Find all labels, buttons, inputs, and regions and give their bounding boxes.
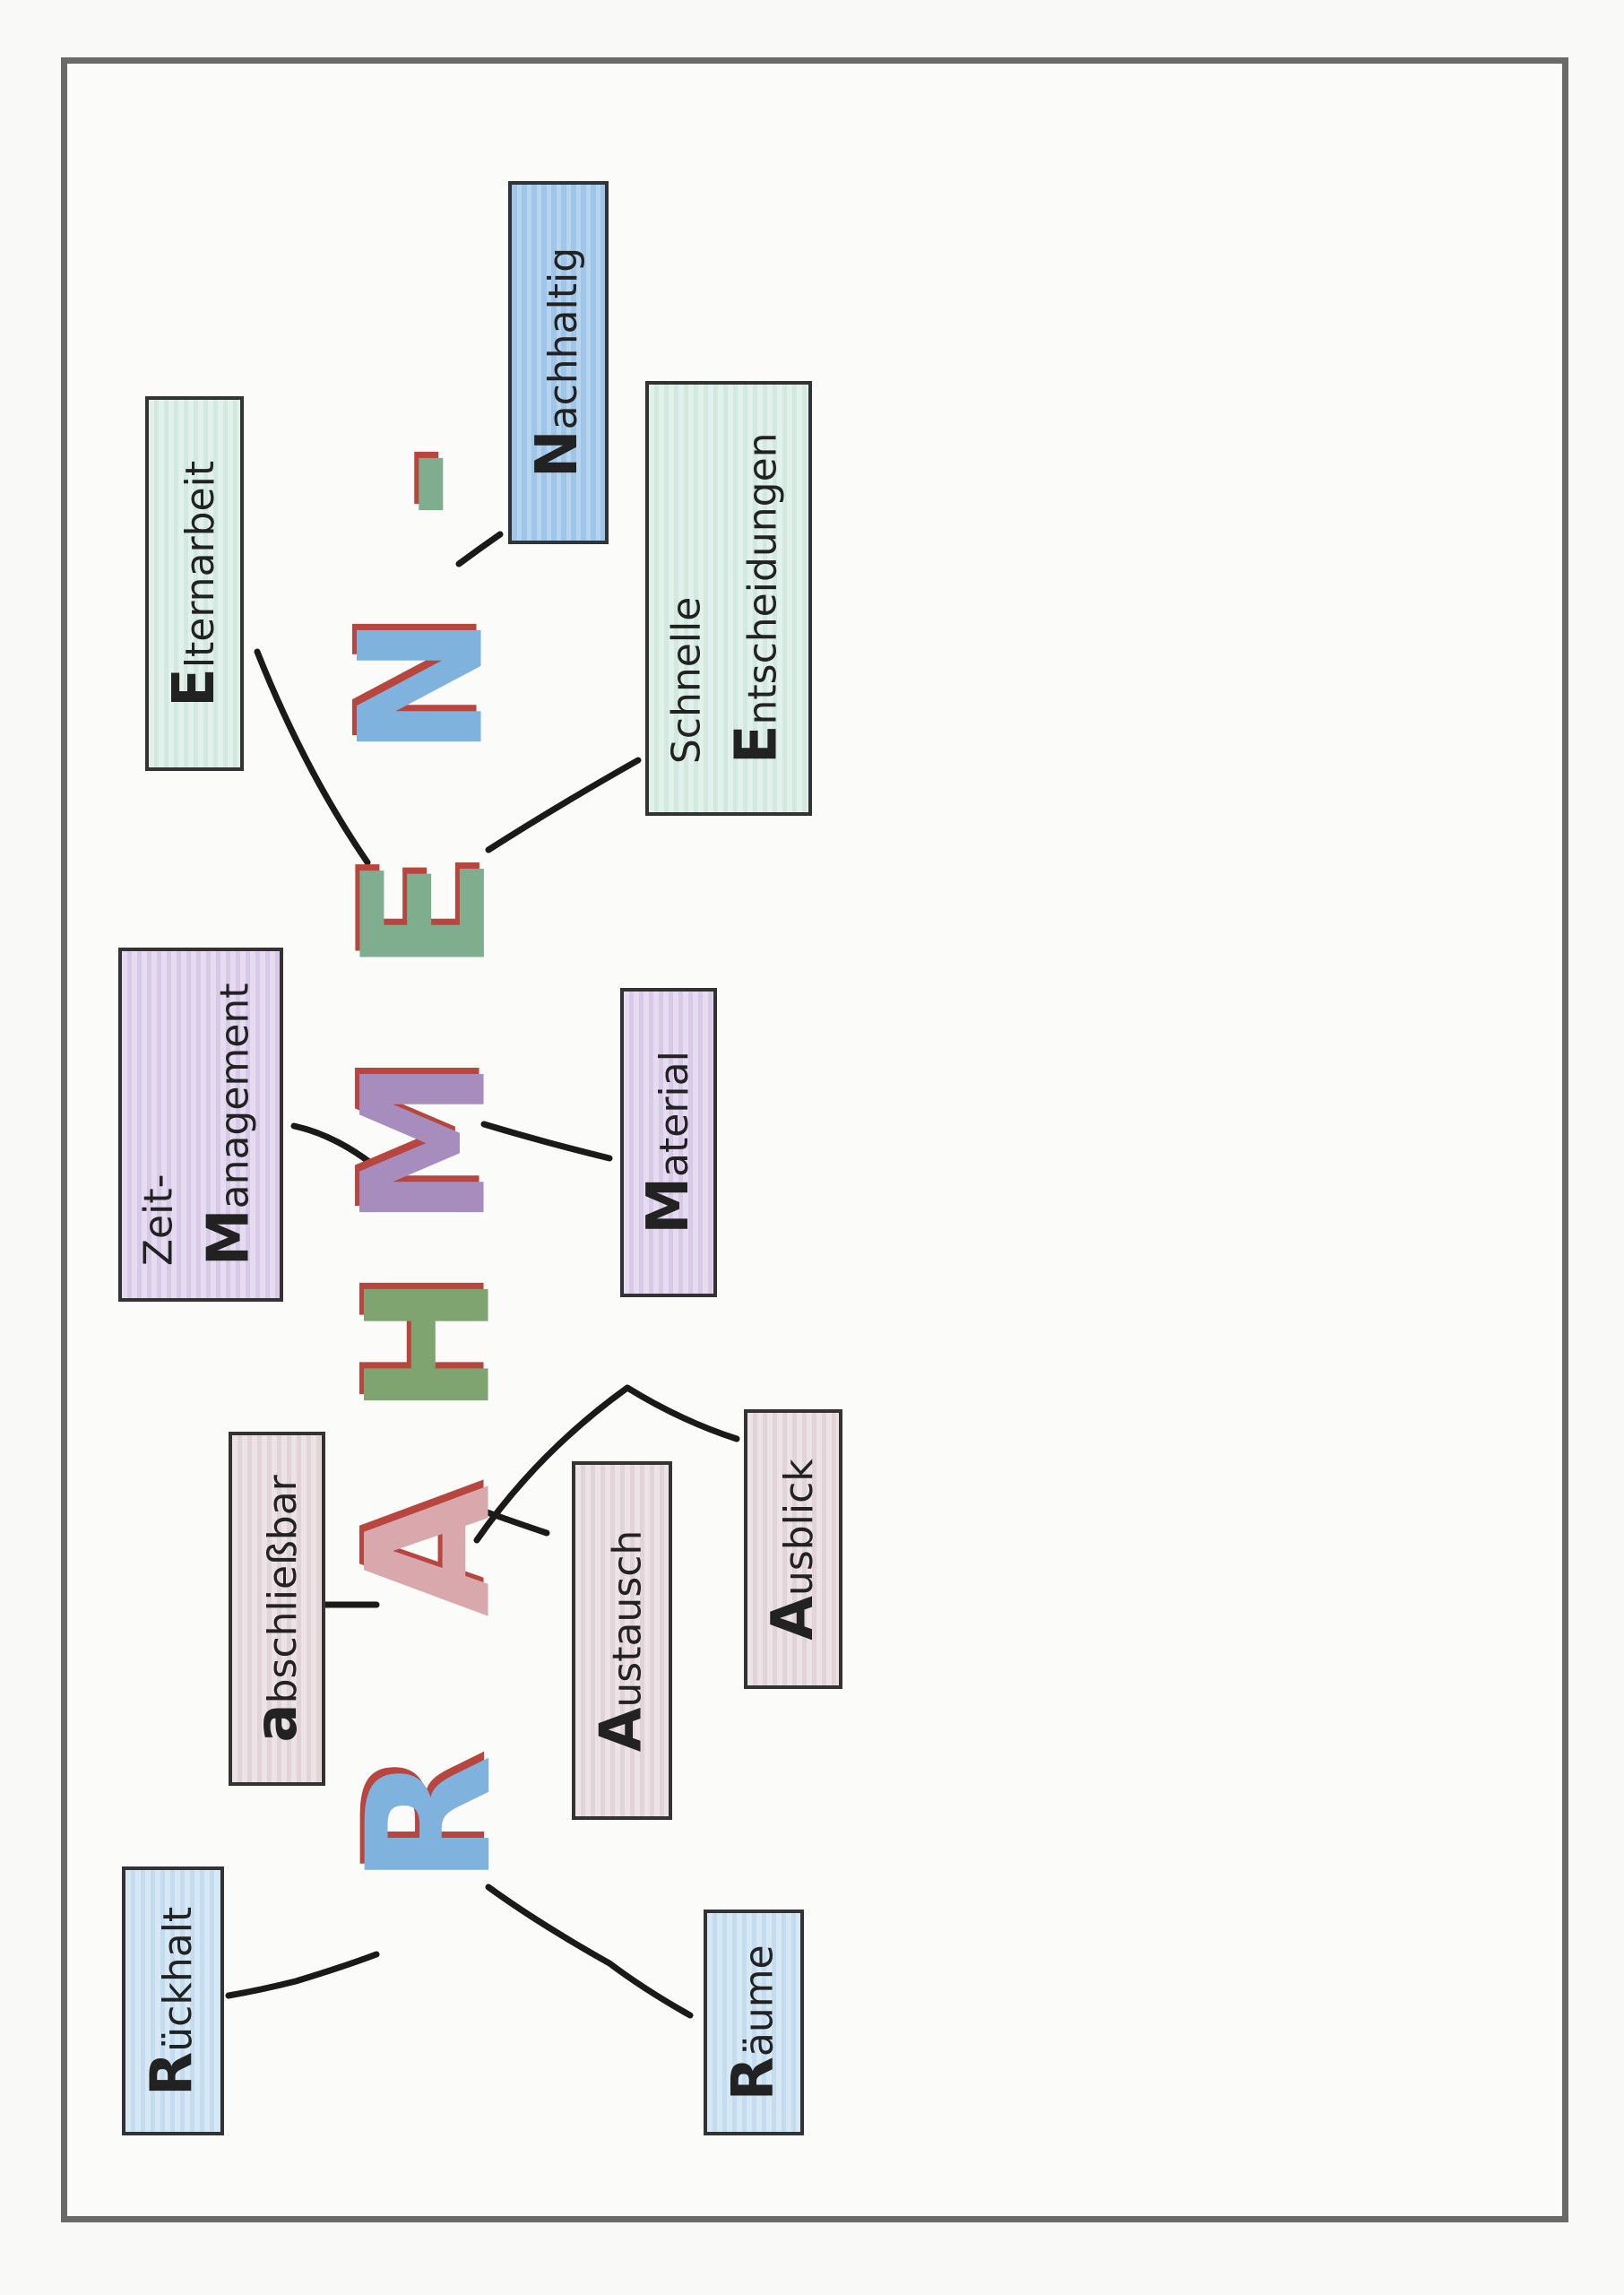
letter-dash: - [321, 448, 520, 520]
box-raeume: Räume [704, 1910, 804, 2135]
box-zeit-line1: Zeit- [135, 1173, 182, 1267]
box-rueckhalt: Rückhalt [122, 1866, 224, 2135]
letter-m: M [325, 1058, 524, 1228]
line-ausblick [473, 1384, 740, 1544]
line-schnelle [485, 757, 642, 853]
line-austausch [479, 1507, 550, 1537]
line-material [480, 1121, 613, 1162]
line-elternarbeit [254, 648, 371, 866]
letter-h: H [330, 1273, 529, 1416]
box-schnelle-line1: Schnelle [663, 596, 710, 765]
line-zeit [290, 1122, 373, 1165]
box-nachhaltig: Nachhaltig [508, 181, 609, 544]
box-zeit-management: Zeit- Management [118, 948, 283, 1302]
letter-a: A [330, 1485, 529, 1617]
box-elternarbeit: Elternarbeit [145, 396, 244, 771]
page-frame [61, 57, 1568, 2222]
box-austausch: Austausch [572, 1461, 672, 1820]
line-rueckhalt [225, 1951, 380, 1999]
line-raeume [485, 1884, 694, 2019]
box-abschliessbar: abschließbar [229, 1432, 325, 1786]
box-material: Material [620, 988, 717, 1297]
letter-n: N [323, 614, 522, 758]
line-nachhaltig [455, 531, 504, 567]
box-schnelle-entscheidungen: Schnelle Entscheidungen [645, 381, 812, 816]
box-ausblick: Ausblick [744, 1409, 842, 1689]
letter-e: E [325, 856, 524, 973]
letter-r: R [331, 1754, 529, 1886]
